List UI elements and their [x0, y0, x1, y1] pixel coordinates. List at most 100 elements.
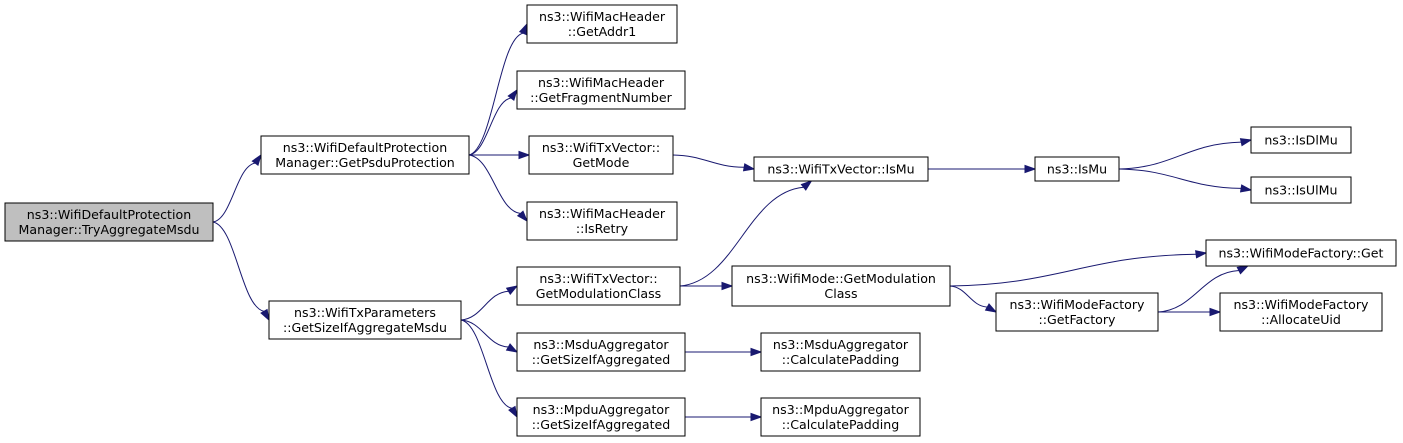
edge-arrowhead	[721, 281, 734, 291]
node-is-mu[interactable]: ns3::IsMu	[1034, 156, 1120, 182]
edge-line	[1118, 141, 1242, 170]
node-label-line: ::GetSizeIfAggregated	[532, 352, 671, 367]
edge-line	[468, 32, 524, 156]
edge-line	[460, 319, 509, 348]
node-label-line: ns3::WifiModeFactory::Get	[1219, 246, 1384, 261]
edge-arrowhead	[518, 150, 531, 160]
node-label-line: ns3::WifiModeFactory	[1010, 297, 1146, 312]
edge-arrowhead	[507, 88, 518, 101]
node-label-line: ns3::MsduAggregator	[533, 337, 669, 352]
edge-arrowhead	[260, 308, 270, 322]
node-mode-factory-get[interactable]: ns3::WifiModeFactory::Get	[1205, 239, 1397, 267]
edge-arrowhead	[1024, 164, 1037, 174]
node-is-dl-mu[interactable]: ns3::IsDlMu	[1250, 126, 1352, 154]
node-box	[526, 201, 678, 241]
node-label-line: ns3::WifiMacHeader	[538, 75, 665, 90]
edge-arrowhead	[750, 347, 763, 357]
node-box	[753, 156, 929, 182]
node-try-aggregate-msdu[interactable]: ns3::WifiDefaultProtectionManager::TryAg…	[4, 202, 214, 242]
edge-try_aggregate_msdu-to-get_psdu_protection	[212, 153, 262, 223]
node-box	[516, 397, 686, 437]
node-is-ul-mu[interactable]: ns3::IsUlMu	[1250, 176, 1352, 204]
edge-try_aggregate_msdu-to-get_size_if_aggregate_msdu	[212, 221, 270, 322]
edge-get_psdu_protection-to-txvector_get_mode	[469, 150, 531, 160]
edge-line	[212, 221, 265, 312]
node-label-line: GetMode	[573, 155, 630, 170]
edge-line	[949, 285, 988, 308]
edge-line	[1118, 168, 1242, 189]
node-get-addr1[interactable]: ns3::WifiMacHeader::GetAddr1	[526, 4, 678, 44]
node-label-line: ns3::WifiMode::GetModulation	[746, 271, 936, 286]
edge-txvector_get_mode-to-txvector_is_mu	[672, 154, 756, 172]
edge-mpdu_get_size_if_aggregated-to-mpdu_calculate_padding	[685, 412, 763, 422]
edge-mode_factory_get_factory-to-mode_factory_get	[1157, 265, 1250, 313]
edge-arrowhead	[984, 303, 998, 313]
node-box	[760, 397, 921, 437]
edge-arrowhead	[1239, 184, 1253, 193]
node-label-line: ::GetFragmentNumber	[530, 90, 672, 105]
node-box	[268, 300, 462, 340]
edge-line	[468, 154, 521, 214]
edge-line	[212, 162, 256, 223]
edge-txvector_is_mu-to-is_mu	[928, 164, 1037, 174]
node-label-line: Manager::TryAggregateMsdu	[19, 222, 200, 237]
node-label-line: ns3::WifiTxVector::	[539, 271, 657, 286]
node-label-line: ns3::WifiTxVector::	[542, 140, 660, 155]
node-label-line: Class	[824, 286, 857, 301]
node-box	[1034, 156, 1120, 182]
call-graph-edges	[212, 22, 1253, 422]
node-get-fragment-number[interactable]: ns3::WifiMacHeader::GetFragmentNumber	[516, 70, 686, 110]
node-mode-get-modulation-class[interactable]: ns3::WifiMode::GetModulationClass	[731, 265, 951, 307]
node-box	[526, 4, 678, 44]
node-mpdu-calculate-padding[interactable]: ns3::MpduAggregator::CalculatePadding	[760, 397, 921, 437]
node-box	[731, 265, 951, 307]
edge-line	[672, 154, 745, 168]
node-get-psdu-protection[interactable]: ns3::WifiDefaultProtectionManager::GetPs…	[260, 135, 470, 175]
node-mode-factory-get-factory[interactable]: ns3::WifiModeFactory::GetFactory	[995, 292, 1159, 332]
node-box	[528, 135, 674, 175]
call-graph-nodes: ns3::WifiDefaultProtectionManager::TryAg…	[4, 4, 1397, 437]
edge-arrowhead	[742, 163, 756, 172]
node-label-line: GetModulationClass	[536, 286, 661, 301]
node-label-line: ns3::WifiMacHeader	[539, 9, 666, 24]
edge-line	[468, 97, 512, 156]
node-box	[760, 332, 921, 372]
node-label-line: ns3::MsduAggregator	[773, 337, 909, 352]
node-label-line: ::AllocateUid	[1261, 312, 1341, 327]
node-msdu-get-size-if-aggregated[interactable]: ns3::MsduAggregator::GetSizeIfAggregated	[516, 332, 686, 372]
node-label-line: ns3::MpduAggregator	[772, 402, 909, 417]
node-msdu-calculate-padding[interactable]: ns3::MsduAggregator::CalculatePadding	[760, 332, 921, 372]
edge-line	[679, 186, 804, 287]
node-label-line: ::GetSizeIfAggregateMsdu	[283, 320, 447, 335]
node-label-line: ::GetSizeIfAggregated	[532, 417, 671, 432]
node-label-line: ::IsRetry	[576, 221, 629, 236]
node-label-line: ns3::WifiTxVector::IsMu	[767, 162, 914, 177]
edge-arrowhead	[505, 343, 519, 353]
node-box	[516, 266, 681, 306]
node-txvector-is-mu[interactable]: ns3::WifiTxVector::IsMu	[753, 156, 929, 182]
edge-get_size_if_aggregate_msdu-to-mpdu_get_size_if_aggregated	[460, 319, 518, 419]
node-label-line: ns3::IsUlMu	[1265, 183, 1338, 198]
node-txvector-get-mode[interactable]: ns3::WifiTxVector::GetMode	[528, 135, 674, 175]
edge-get_size_if_aggregate_msdu-to-txvector_get_modulation_class	[460, 285, 519, 321]
node-mpdu-get-size-if-aggregated[interactable]: ns3::MpduAggregator::GetSizeIfAggregated	[516, 397, 686, 437]
node-is-retry[interactable]: ns3::WifiMacHeader::IsRetry	[526, 201, 678, 241]
node-label-line: ::GetFactory	[1039, 312, 1116, 327]
edge-arrowhead	[1209, 307, 1222, 317]
node-label-line: ns3::IsMu	[1047, 162, 1107, 177]
node-box	[1250, 126, 1352, 154]
node-get-size-if-aggregate-msdu[interactable]: ns3::WifiTxParameters::GetSizeIfAggregat…	[268, 300, 462, 340]
node-mode-factory-allocate-uid[interactable]: ns3::WifiModeFactory::AllocateUid	[1219, 292, 1383, 332]
edge-is_mu-to-is_ul_mu	[1118, 168, 1253, 193]
edge-mode_get_modulation_class-to-mode_factory_get_factory	[949, 285, 998, 313]
node-label-line: ns3::WifiDefaultProtection	[283, 140, 447, 155]
node-txvector-get-modulation-class[interactable]: ns3::WifiTxVector::GetModulationClass	[516, 266, 681, 306]
edge-get_psdu_protection-to-is_retry	[468, 154, 528, 223]
edge-arrowhead	[1236, 265, 1250, 275]
edge-mode_factory_get_factory-to-mode_factory_allocate_uid	[1158, 307, 1222, 317]
node-label-line: ns3::WifiModeFactory	[1234, 297, 1370, 312]
edge-get_psdu_protection-to-get_fragment_number	[468, 88, 518, 156]
edge-txvector_get_modulation_class-to-txvector_is_mu	[679, 180, 813, 287]
edge-msdu_get_size_if_aggregated-to-msdu_calculate_padding	[685, 347, 763, 357]
